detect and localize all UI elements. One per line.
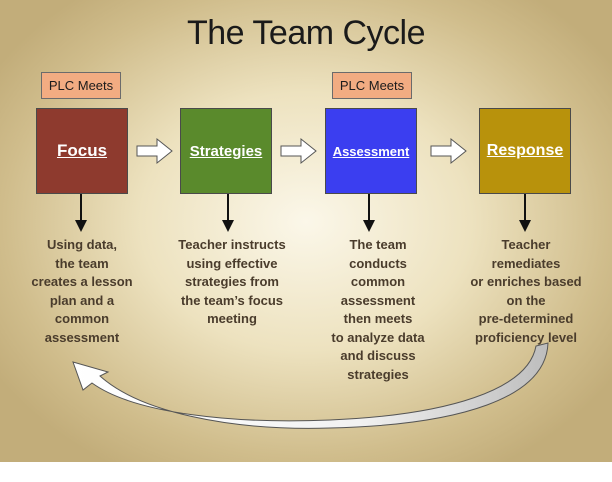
description-line: strategies: [347, 366, 409, 382]
description-line: Teacher: [501, 237, 551, 252]
description-line: conducts: [349, 255, 407, 271]
description-line: common: [350, 274, 406, 289]
description-line: assessment: [340, 292, 416, 308]
down-arrow-icon: [222, 194, 234, 232]
stage-strategies-label: Strategies: [189, 142, 263, 160]
slide-title: The Team Cycle: [186, 14, 426, 52]
description-line: using effective: [186, 255, 278, 271]
stage-response-label: Response: [486, 142, 564, 159]
description-line: The team: [349, 237, 407, 252]
description-line: then meets: [343, 311, 413, 326]
down-arrow-icon: [519, 194, 531, 232]
arrows-layer: [72, 137, 549, 429]
description-line: the team’s focus: [180, 292, 284, 308]
description-line: the team: [55, 255, 109, 271]
stage-assessment: Assessment: [325, 108, 417, 194]
description-line: plan and a: [49, 292, 115, 308]
right-arrow-icon: [430, 137, 467, 165]
stage-response: Response: [479, 108, 571, 194]
description-line: and discuss: [340, 348, 416, 363]
description-line: proficiency level: [475, 329, 577, 345]
right-arrow-icon: [136, 137, 173, 165]
right-arrow-icon: [280, 137, 317, 165]
stage-assessment-label: Assessment: [332, 143, 410, 159]
slide: The Team Cycle PLC Meets PLC Meets Focus…: [0, 0, 612, 462]
description-strategies: Teacher instructs using effective strate…: [166, 236, 298, 329]
description-line: remediates: [491, 255, 561, 271]
stage-strategies: Strategies: [180, 108, 272, 194]
plc-meets-label-2: PLC Meets: [332, 72, 412, 99]
description-assessment: The team conducts common assessment then…: [320, 236, 436, 384]
down-arrow-icon: [75, 194, 87, 232]
curved-return-arrow-icon: [72, 342, 549, 429]
description-line: creates a lesson: [31, 274, 133, 289]
description-line: Using data,: [46, 237, 118, 252]
description-line: pre-determined: [478, 311, 574, 326]
description-line: to analyze data: [331, 329, 425, 345]
description-line: strategies from: [185, 274, 279, 289]
description-line: Teacher instructs: [178, 237, 286, 252]
down-arrow-icon: [363, 194, 375, 232]
description-line: on the: [506, 292, 546, 308]
description-line: meeting: [207, 311, 257, 326]
description-line: or enriches based: [470, 274, 582, 289]
stage-focus-label: Focus: [56, 141, 108, 160]
description-line: assessment: [44, 329, 120, 345]
stage-focus: Focus: [36, 108, 128, 194]
description-response: Teacher remediates or enriches based on …: [462, 236, 590, 347]
plc-meets-label-1: PLC Meets: [41, 72, 121, 99]
description-focus: Using data, the team creates a lesson pl…: [26, 236, 138, 347]
description-line: common: [54, 311, 110, 326]
